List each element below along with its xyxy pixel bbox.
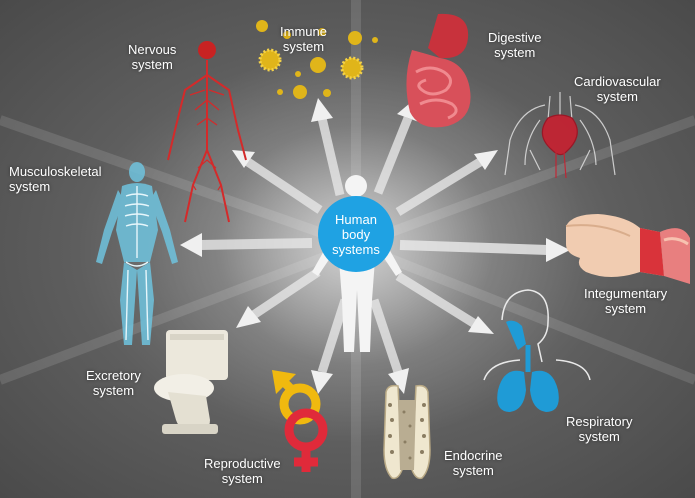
arrow-integumentary [399, 238, 570, 262]
digestive-system-icon [406, 13, 471, 128]
reproductive-system-icon [272, 370, 328, 472]
respiratory-system-icon [483, 289, 591, 412]
arrow-nervous [232, 150, 323, 214]
endocrine-system-icon [383, 384, 431, 480]
hub-circle [318, 196, 394, 272]
arrow-reproductive [311, 298, 350, 394]
arrow-cardiovascular [395, 150, 498, 216]
nervous-system-icon [167, 41, 247, 223]
arrow-immune [311, 98, 345, 197]
integumentary-system-icon [565, 214, 690, 284]
arrow-excretory [236, 268, 321, 328]
excretory-system-icon [154, 330, 228, 434]
cardiovascular-system-icon [504, 92, 616, 179]
immune-system-icon [256, 20, 378, 99]
arrow-respiratory [395, 272, 494, 334]
arrow-endocrine [369, 298, 409, 394]
musculoskeletal-system-icon [96, 162, 178, 345]
hub-label-text: Human body systems [332, 211, 380, 257]
hub-label: Human body systems [318, 196, 394, 272]
arrow-musculoskeletal [180, 233, 313, 257]
